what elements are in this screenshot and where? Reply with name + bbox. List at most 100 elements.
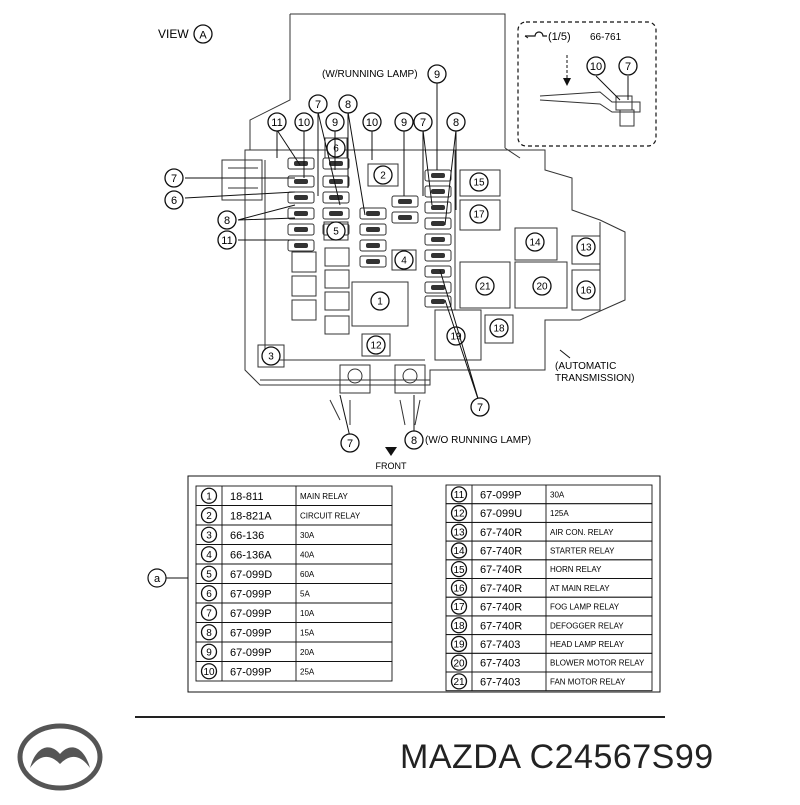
row-number-callout: 11 <box>450 486 468 503</box>
part-desc: CIRCUIT RELAY <box>300 511 361 520</box>
svg-text:9: 9 <box>401 117 407 129</box>
svg-text:11: 11 <box>221 235 232 247</box>
part-code: 67-099P <box>230 588 272 600</box>
svg-text:9: 9 <box>332 117 338 129</box>
svg-text:6: 6 <box>206 589 212 600</box>
fuse-block <box>291 275 317 297</box>
part-desc: FOG LAMP RELAY <box>550 603 620 612</box>
part-code: 67-099P <box>480 489 522 501</box>
part-code: 67-740R <box>480 620 522 632</box>
table-row: 6 67-099P 5A <box>195 583 393 604</box>
front-arrow-icon <box>385 447 397 456</box>
svg-text:7: 7 <box>315 99 321 111</box>
relay-box: 6 <box>324 137 348 159</box>
fuse-slot <box>424 281 452 294</box>
row-number-callout: 10 <box>200 663 218 680</box>
fuse-slot <box>322 175 350 188</box>
svg-text:17: 17 <box>453 602 465 613</box>
left-callout: 6 <box>164 190 184 210</box>
table-row: 9 67-099P 20A <box>195 641 393 662</box>
box-label-callout: 20 <box>532 276 552 296</box>
relay-box: 4 <box>391 249 417 271</box>
relay-box: 1 <box>351 281 409 327</box>
part-code: 66-136 <box>230 530 264 542</box>
part-code: 67-099P <box>230 647 272 659</box>
svg-text:20: 20 <box>536 282 548 293</box>
part-desc: 20A <box>300 648 315 657</box>
fuse-slot <box>424 265 452 278</box>
svg-text:7: 7 <box>171 173 177 185</box>
part-desc: HORN RELAY <box>550 565 602 574</box>
svg-text:4: 4 <box>401 256 407 267</box>
row-number-callout: 18 <box>450 617 468 634</box>
row-number-callout: 1 <box>200 487 218 504</box>
part-desc: DEFOGGER RELAY <box>550 621 624 630</box>
box-label-callout: 2 <box>373 165 393 185</box>
top-callout: 10 <box>362 112 382 132</box>
leader-lines <box>184 82 481 438</box>
svg-text:10: 10 <box>590 61 602 73</box>
fuse-rows <box>287 157 452 308</box>
part-code: 18-821A <box>230 510 272 522</box>
svg-text:A: A <box>199 30 207 42</box>
inset-box <box>517 21 657 147</box>
table-row: 18 67-740R DEFOGGER RELAY <box>445 615 653 636</box>
svg-text:11: 11 <box>271 117 282 129</box>
box-label-callout: 5 <box>326 221 346 241</box>
svg-text:1: 1 <box>206 491 212 502</box>
part-desc: AT MAIN RELAY <box>550 584 610 593</box>
relay-box: 14 <box>514 227 558 261</box>
brand-name: MAZDA <box>400 738 520 776</box>
fuse-block <box>291 251 317 273</box>
svg-text:7: 7 <box>477 402 483 414</box>
svg-text:13: 13 <box>580 243 592 254</box>
fuse-slot <box>287 223 315 236</box>
svg-text:a: a <box>154 573 161 585</box>
automatic-label-line1: (AUTOMATIC <box>555 361 616 372</box>
inset-ref-code: 66-761 <box>590 32 622 43</box>
svg-text:15: 15 <box>453 565 465 576</box>
row-number-callout: 2 <box>200 507 218 524</box>
bottom-callout: 7 <box>470 397 490 417</box>
part-code: 67-099P <box>230 627 272 639</box>
row-number-callout: 17 <box>450 598 468 615</box>
row-number-callout: 13 <box>450 523 468 540</box>
table-row: 2 18-821A CIRCUIT RELAY <box>195 505 393 526</box>
front-label: FRONT <box>376 461 407 471</box>
brand-part-label: MAZDA C24567S99 <box>400 738 714 777</box>
svg-text:5: 5 <box>333 227 339 238</box>
svg-text:10: 10 <box>366 117 378 129</box>
part-desc: 5A <box>300 589 310 598</box>
svg-text:6: 6 <box>171 195 177 207</box>
relay-box: 17 <box>459 199 501 231</box>
svg-text:12: 12 <box>453 509 465 520</box>
relay-box: 18 <box>484 314 514 344</box>
top-callout: 7 <box>308 94 328 114</box>
svg-text:18: 18 <box>453 621 465 632</box>
svg-text:7: 7 <box>347 438 353 450</box>
svg-text:8: 8 <box>206 628 212 639</box>
row-number-callout: 8 <box>200 624 218 641</box>
svg-text:6: 6 <box>333 144 339 155</box>
part-desc: FAN MOTOR RELAY <box>550 677 626 686</box>
svg-text:2: 2 <box>380 171 386 182</box>
part-desc: 60A <box>300 570 315 579</box>
svg-text:9: 9 <box>206 647 212 658</box>
svg-text:14: 14 <box>453 546 465 557</box>
svg-text:8: 8 <box>345 99 351 111</box>
bracket-outline <box>249 14 291 150</box>
fuse-slot <box>391 211 419 224</box>
row-number-callout: 7 <box>200 604 218 621</box>
svg-text:8: 8 <box>453 117 459 129</box>
row-number-callout: 9 <box>200 643 218 660</box>
part-code: 67-740R <box>480 602 522 614</box>
svg-text:9: 9 <box>434 69 440 81</box>
svg-text:1: 1 <box>377 297 383 308</box>
